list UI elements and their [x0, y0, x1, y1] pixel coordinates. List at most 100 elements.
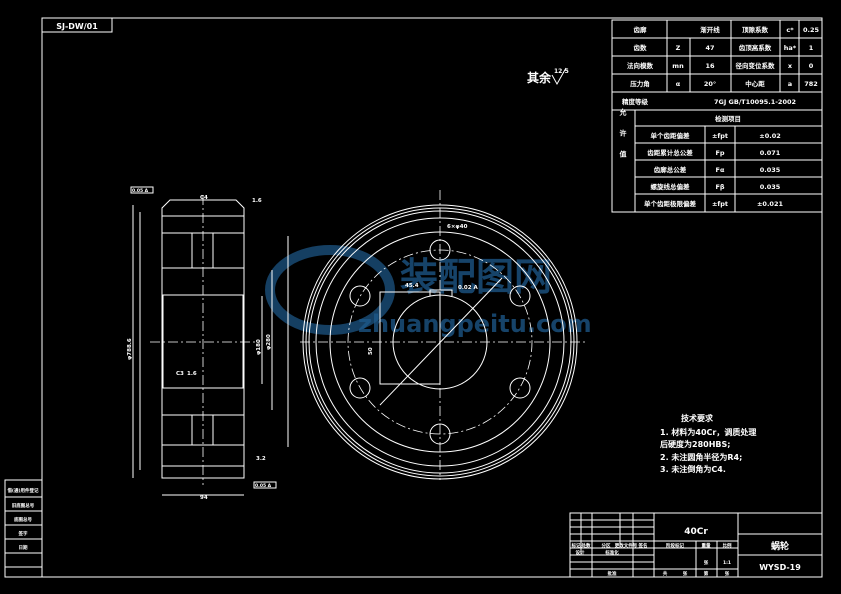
table-cell: 压力角 [630, 79, 650, 88]
tb-cell: 重量 [702, 542, 711, 549]
side-width-dim: 94 [200, 495, 208, 501]
gear-front-view [300, 190, 585, 480]
left-block-cell: 借(通)用件登记 [6, 487, 39, 494]
check-value: 0.035 [760, 166, 781, 174]
tb-cell: 标记 [571, 542, 581, 549]
accuracy-label: 精度等级 [622, 97, 649, 106]
check-name: 螺旋线总偏差 [651, 182, 691, 191]
hub-dim: φ280 [266, 334, 272, 350]
tolerance-frame-1: 0.05 A [132, 188, 149, 194]
check-symbol: ±fpt [712, 200, 728, 208]
tb-cell: 第 [704, 570, 709, 577]
tolerance-frame-2: 0.05 A [255, 483, 272, 489]
table-cell: 0 [809, 62, 814, 70]
table-cell: 20° [704, 80, 716, 88]
tb-cell: 设计 [576, 549, 585, 556]
permit-label: 允许值 [619, 108, 628, 172]
part-name: 蜗轮 [771, 540, 789, 552]
roughness-value: 12.5 [554, 68, 569, 75]
table-cell: Z [676, 44, 681, 52]
key-dim: 45.4 [405, 283, 419, 289]
roughness-label: 其余 [527, 70, 552, 85]
accuracy-value: 7GJ GB/T10095.1-2002 [714, 98, 796, 106]
check-name: 齿廓总公差 [654, 165, 687, 174]
drawing-number: WYSD-19 [759, 563, 801, 572]
table-cell: 顶隙系数 [742, 25, 769, 34]
drawing-code: SJ-DW/01 [56, 22, 98, 31]
tb-cell: 分区 [602, 542, 611, 549]
table-cell: α [676, 80, 681, 88]
tech-req-line: 后硬度为280HBS; [660, 439, 730, 449]
material: 40Cr [684, 527, 708, 537]
roughness-1: 1.6 [252, 198, 262, 204]
table-cell: c* [786, 26, 794, 34]
left-block-cell: 日期 [19, 544, 28, 551]
tb-cell: 张 [725, 570, 730, 577]
left-block-cell: 签字 [18, 530, 28, 537]
check-symbol: Fβ [715, 183, 724, 191]
table-cell: 齿廓 [634, 25, 648, 34]
drawing-frame [41, 17, 823, 578]
check-symbol: ±fpt [712, 132, 728, 140]
table-cell: 0.25 [803, 26, 820, 34]
table-cell: 齿数 [634, 43, 648, 52]
tb-cell: 张 [683, 570, 688, 577]
tb-cell: 共 [663, 570, 668, 577]
table-cell: 782 [804, 80, 818, 88]
scale-value: 1:1 [723, 560, 731, 566]
tb-cell: 处数 [581, 542, 591, 549]
check-symbol: Fp [715, 149, 724, 157]
side-top-chamfer: C4 [200, 195, 208, 201]
tb-cell: 更改文件号 [615, 542, 638, 549]
tech-req-line: 2. 未注圆角半径为R4; [660, 452, 742, 462]
table-cell: 法向模数 [627, 61, 654, 70]
check-symbol: Fα [716, 166, 725, 174]
code-box [41, 17, 113, 33]
check-value: ±0.021 [757, 200, 783, 208]
table-cell: mn [672, 62, 684, 70]
keyslot-tol: 0.02 A [458, 285, 478, 291]
check-value: ±0.02 [759, 132, 780, 140]
left-block-cell: 旧底图总号 [12, 502, 35, 509]
table-cell: 47 [705, 44, 714, 52]
roughness-3: 1.6 [187, 371, 197, 377]
table-cell: ha* [784, 44, 797, 52]
check-value: 0.035 [760, 183, 781, 191]
table-cell: 径向变位系数 [736, 61, 776, 70]
check-name: 单个齿距极限偏差 [644, 199, 697, 208]
hole-dim: 6×φ40 [447, 224, 468, 230]
chamfer-dim: C3 [176, 371, 184, 377]
outer-diameter-dim: φ788.6 [127, 338, 133, 360]
table-cell: x [788, 62, 793, 70]
left-side-block [4, 479, 43, 578]
watermark: 装配图网 zhuangpeitu.com [265, 245, 592, 338]
bore-dim: φ180 [256, 339, 262, 355]
check-name: 单个齿距偏差 [651, 131, 691, 140]
tb-cell: 签名 [638, 542, 648, 549]
tb-cell: 张 [704, 559, 709, 566]
key-width-dim: 50 [368, 347, 374, 355]
watermark-en: zhuangpeitu.com [358, 310, 592, 338]
table-cell: 1 [809, 44, 814, 52]
check-name: 齿距累计总公差 [647, 148, 693, 157]
check-header: 检测项目 [715, 114, 741, 123]
table-cell: a [788, 80, 792, 88]
tb-cell: 标准化 [604, 549, 619, 556]
tech-req-title: 技术要求 [681, 413, 714, 423]
roughness-2: 3.2 [256, 456, 266, 462]
table-cell: 齿顶高系数 [739, 43, 772, 52]
tech-req-line: 3. 未注倒角为C4. [660, 464, 726, 474]
tb-cell: 比例 [723, 542, 732, 549]
table-cell: 渐开线 [700, 25, 720, 34]
table-cell: 中心距 [745, 79, 765, 88]
gear-parameter-table [611, 19, 823, 213]
left-block-cell: 底图总号 [14, 516, 32, 523]
tb-cell: 批准 [608, 570, 617, 577]
roughness-icon [551, 67, 567, 86]
tb-cell: 阶段标记 [666, 542, 684, 549]
table-cell: 16 [705, 62, 715, 70]
tech-req-line: 1. 材料为40Cr，调质处理 [660, 427, 756, 437]
check-value: 0.071 [760, 149, 781, 157]
title-block [569, 512, 823, 578]
